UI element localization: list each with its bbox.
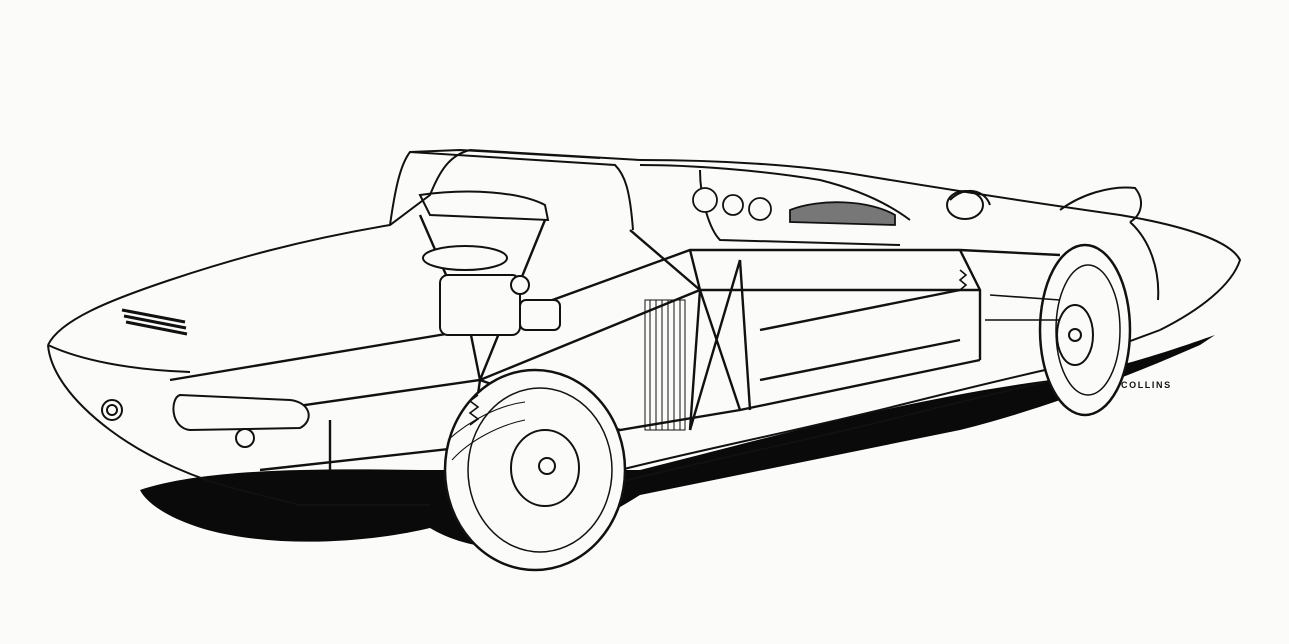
radiator xyxy=(644,299,686,431)
rear-wheel xyxy=(1038,243,1132,417)
artist-signature: COLLINS xyxy=(1121,380,1172,390)
hood-vents xyxy=(121,308,188,336)
dashboard-gauges xyxy=(692,187,896,226)
suspension xyxy=(468,269,1061,426)
engine xyxy=(101,245,561,448)
front-wheel xyxy=(443,368,627,572)
ground-shadow xyxy=(140,335,1215,549)
